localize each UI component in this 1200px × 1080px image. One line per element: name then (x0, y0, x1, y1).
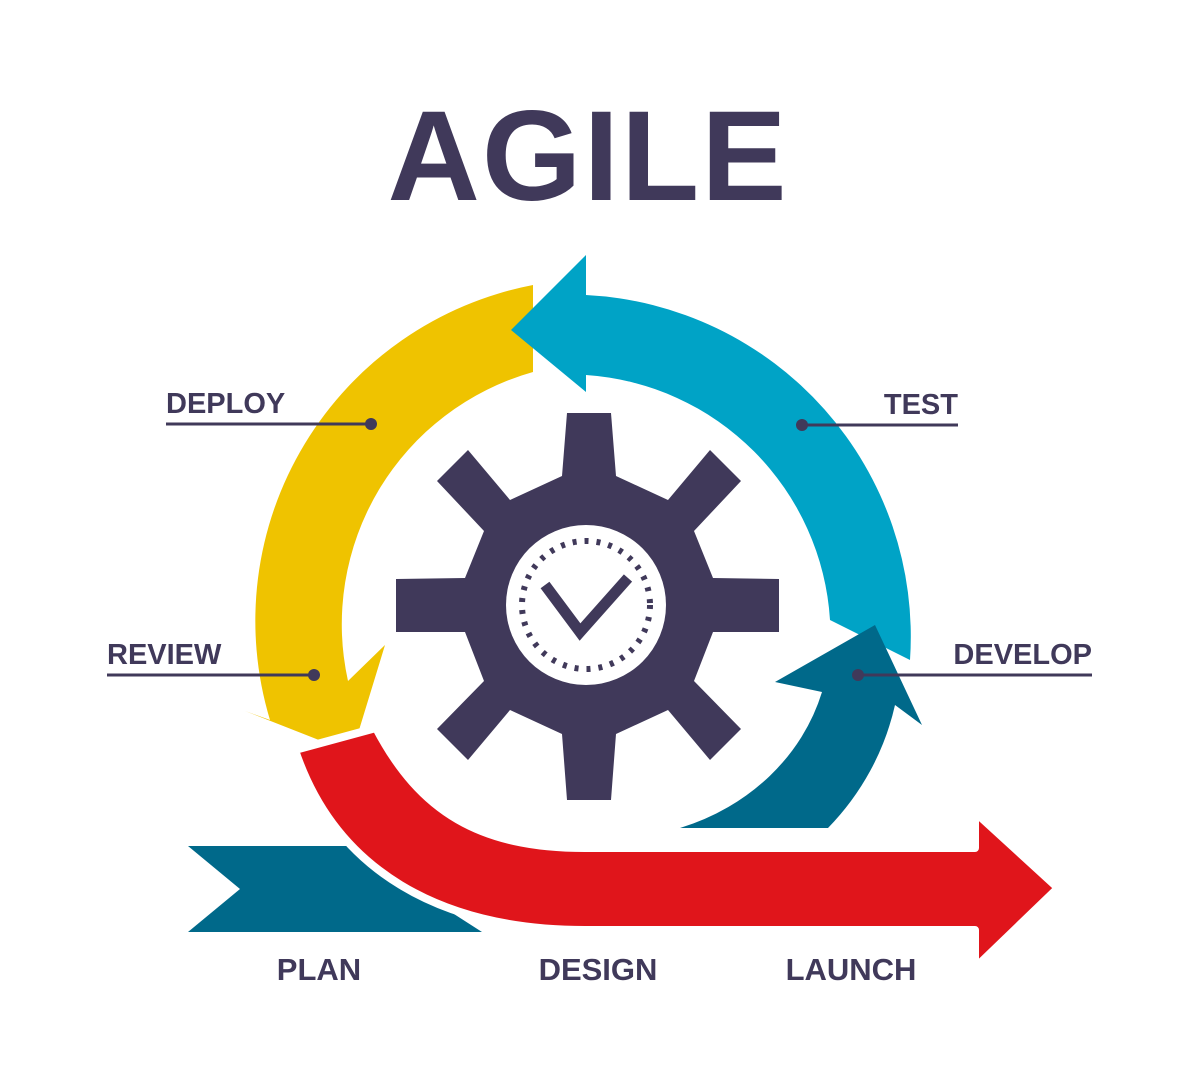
dotted-ring (519, 538, 653, 672)
label-deploy: DEPLOY (166, 388, 285, 420)
label-plan: PLAN (277, 952, 361, 987)
review-dot (308, 669, 320, 681)
label-design: DESIGN (539, 952, 658, 987)
gear-hub (506, 525, 666, 685)
plan-chevron (188, 846, 482, 932)
title: AGILE (387, 85, 788, 228)
develop-dot (852, 669, 864, 681)
test-dot (796, 419, 808, 431)
test-deploy-arrow (511, 255, 911, 660)
checkmark-icon (540, 574, 633, 641)
design-launch-arrow (291, 724, 1062, 972)
deploy-review-arrow (245, 285, 533, 753)
label-launch: LAUNCH (786, 952, 917, 987)
deploy-dot (365, 418, 377, 430)
label-review: REVIEW (107, 639, 222, 671)
label-develop: DEVELOP (953, 639, 1092, 671)
label-test: TEST (884, 389, 958, 421)
